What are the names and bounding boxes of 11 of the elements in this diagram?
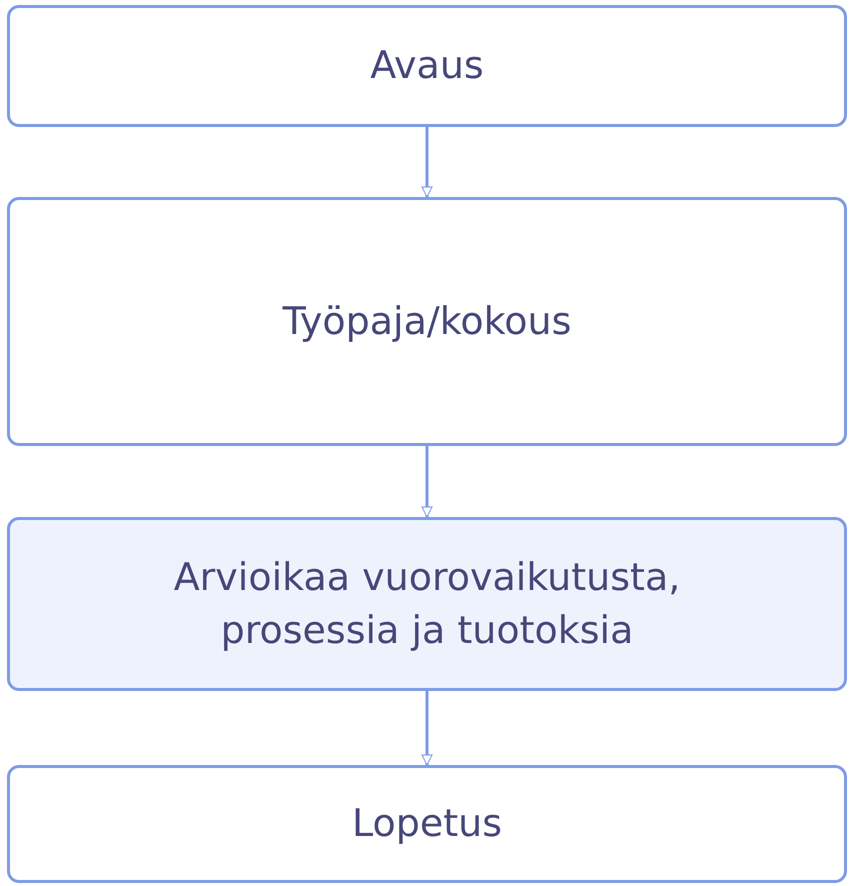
- arrow: [422, 446, 432, 518]
- step-label: Arvioikaa vuorovaikutusta, prosessia ja tuotoksia: [172, 554, 682, 654]
- arrow: [422, 691, 432, 766]
- process-box: [7, 765, 847, 883]
- process-box: [7, 197, 847, 446]
- arrow: [422, 127, 432, 198]
- process-box: [7, 517, 847, 691]
- step-label: Avaus: [370, 42, 484, 90]
- step-label: Lopetus: [352, 800, 502, 848]
- process-box: [7, 5, 847, 127]
- step-label: Työpaja/kokous: [282, 298, 572, 345]
